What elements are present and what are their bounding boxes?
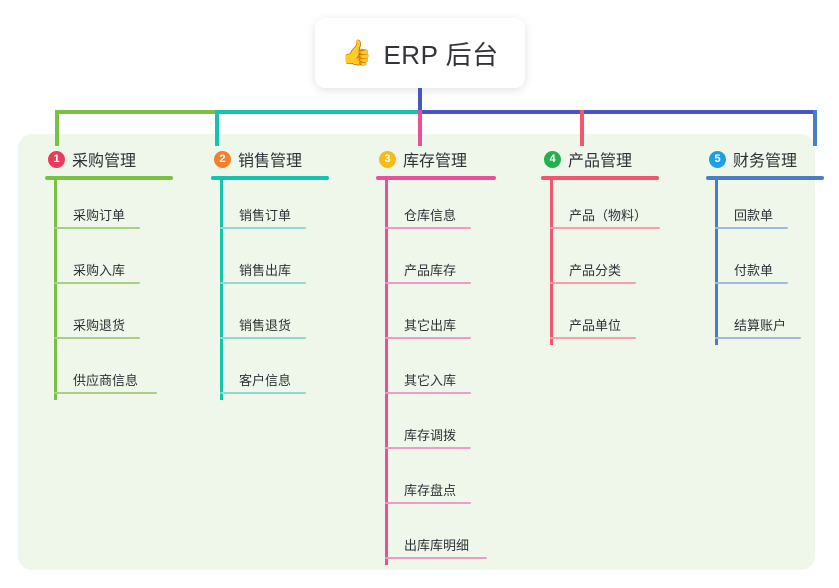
list-item-rule [385,282,471,284]
list-item-rule [385,557,487,559]
column-1: 1 采购管理采购订单采购入库采购退货供应商信息 [30,146,180,400]
column-spine [715,176,718,345]
connector-bus-segment-1 [55,110,215,114]
list-item-label: 销售退货 [239,318,292,333]
list-item-label: 库存盘点 [404,483,457,498]
list-item-label: 付款单 [734,263,774,278]
list-item-label: 销售订单 [239,208,292,223]
column-header-rule [211,176,329,180]
list-item-label: 仓库信息 [404,208,457,223]
column-header-3[interactable]: 3 库存管理 [361,146,521,172]
column-header-2[interactable]: 2 销售管理 [196,146,346,172]
connector-bus-segment-3 [418,110,817,114]
list-item-rule [54,337,140,339]
column-number-badge: 2 [214,150,231,168]
list-item-label: 客户信息 [239,373,292,388]
list-item-label: 其它入库 [404,373,457,388]
connector-trunk [418,88,422,114]
list-item-label: 采购入库 [73,263,126,278]
root-node-content: 👍 ERP 后台 [341,35,498,72]
list-item-rule [54,392,157,394]
connector-drop-5 [813,110,817,146]
list-item-rule [385,447,471,449]
list-item-rule [220,282,306,284]
column-title: 销售管理 [238,153,303,170]
list-item-label: 库存调拨 [404,428,457,443]
column-3: 3 库存管理仓库信息产品库存其它出库其它入库库存调拨库存盘点出库库明细 [361,146,521,565]
list-item-rule [550,282,636,284]
list-item-rule [54,282,140,284]
column-title: 产品管理 [568,153,633,170]
list-item-label: 出库库明细 [404,538,470,553]
list-item-rule [550,227,660,229]
column-header-4[interactable]: 4 产品管理 [526,146,686,172]
column-5: 5 财务管理回款单付款单结算账户 [691,146,839,345]
connector-drop-2 [215,110,219,146]
column-header-rule [376,176,496,180]
list-item-rule [220,392,306,394]
column-header-rule [541,176,659,180]
list-item-rule [220,227,306,229]
list-item-rule [220,337,306,339]
list-item-rule [550,337,636,339]
column-number-badge: 5 [709,150,726,168]
list-item-label: 结算账户 [734,318,787,333]
column-number-badge: 4 [544,150,561,168]
list-item-rule [385,502,471,504]
list-item-rule [715,337,801,339]
connector-bus-segment-2 [215,110,418,114]
list-item-label: 回款单 [734,208,774,223]
column-spine [54,176,57,400]
column-header-rule [45,176,173,180]
list-item-label: 产品分类 [569,263,622,278]
list-item-rule [54,227,140,229]
column-title: 财务管理 [733,153,798,170]
column-spine [385,176,388,565]
list-item-label: 其它出库 [404,318,457,333]
column-header-rule [706,176,824,180]
column-number-badge: 1 [48,150,65,168]
list-item-label: 产品（物料） [569,208,648,223]
connector-drop-1 [55,110,59,146]
column-spine [550,176,553,345]
column-title: 采购管理 [72,153,137,170]
column-title: 库存管理 [403,153,468,170]
connector-drop-4 [580,110,584,146]
list-item-rule [385,227,471,229]
list-item-label: 产品库存 [404,263,457,278]
list-item-label: 供应商信息 [73,373,139,388]
column-spine [220,176,223,400]
column-header-1[interactable]: 1 采购管理 [30,146,180,172]
list-item-label: 采购订单 [73,208,126,223]
list-item-label: 销售出库 [239,263,292,278]
column-4: 4 产品管理产品（物料） 产品分类产品单位 [526,146,686,345]
diagram-panel-background [18,134,815,570]
thumbs-up-icon: 👍 [341,38,373,67]
column-2: 2 销售管理销售订单销售出库销售退货客户信息 [196,146,346,400]
column-header-5[interactable]: 5 财务管理 [691,146,839,172]
list-item-label: 采购退货 [73,318,126,333]
list-item-rule [715,227,788,229]
root-title: ERP 后台 [383,39,499,70]
list-item-rule [385,337,471,339]
list-item-rule [385,392,471,394]
root-node[interactable]: 👍 ERP 后台 [315,18,525,88]
list-item-label: 产品单位 [569,318,622,333]
connector-drop-3 [418,110,422,146]
list-item-rule [715,282,788,284]
column-number-badge: 3 [379,150,396,168]
